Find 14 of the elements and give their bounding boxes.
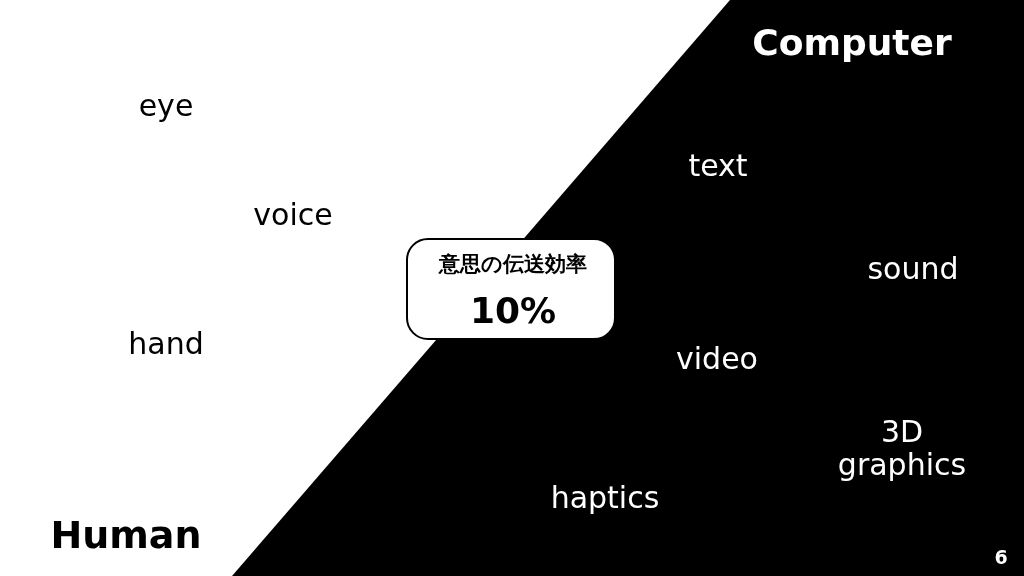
dark-diagonal-panel bbox=[232, 0, 1024, 576]
medium-label: hand bbox=[128, 326, 204, 360]
panel-heading: Computer bbox=[752, 23, 952, 63]
medium-label: text bbox=[688, 148, 748, 182]
region-heading: Human bbox=[50, 515, 202, 557]
medium-label: sound bbox=[867, 251, 959, 285]
medium-label: voice bbox=[253, 197, 333, 231]
medium-label: video bbox=[676, 341, 758, 375]
page-number: 6 bbox=[994, 546, 1008, 568]
medium-label: eye bbox=[138, 88, 194, 122]
medium-label: 3D graphics bbox=[836, 415, 968, 481]
box-heading: 意思の伝送効率 bbox=[439, 253, 587, 277]
medium-label: haptics bbox=[550, 480, 660, 514]
percentage-value: 10% bbox=[469, 291, 557, 331]
